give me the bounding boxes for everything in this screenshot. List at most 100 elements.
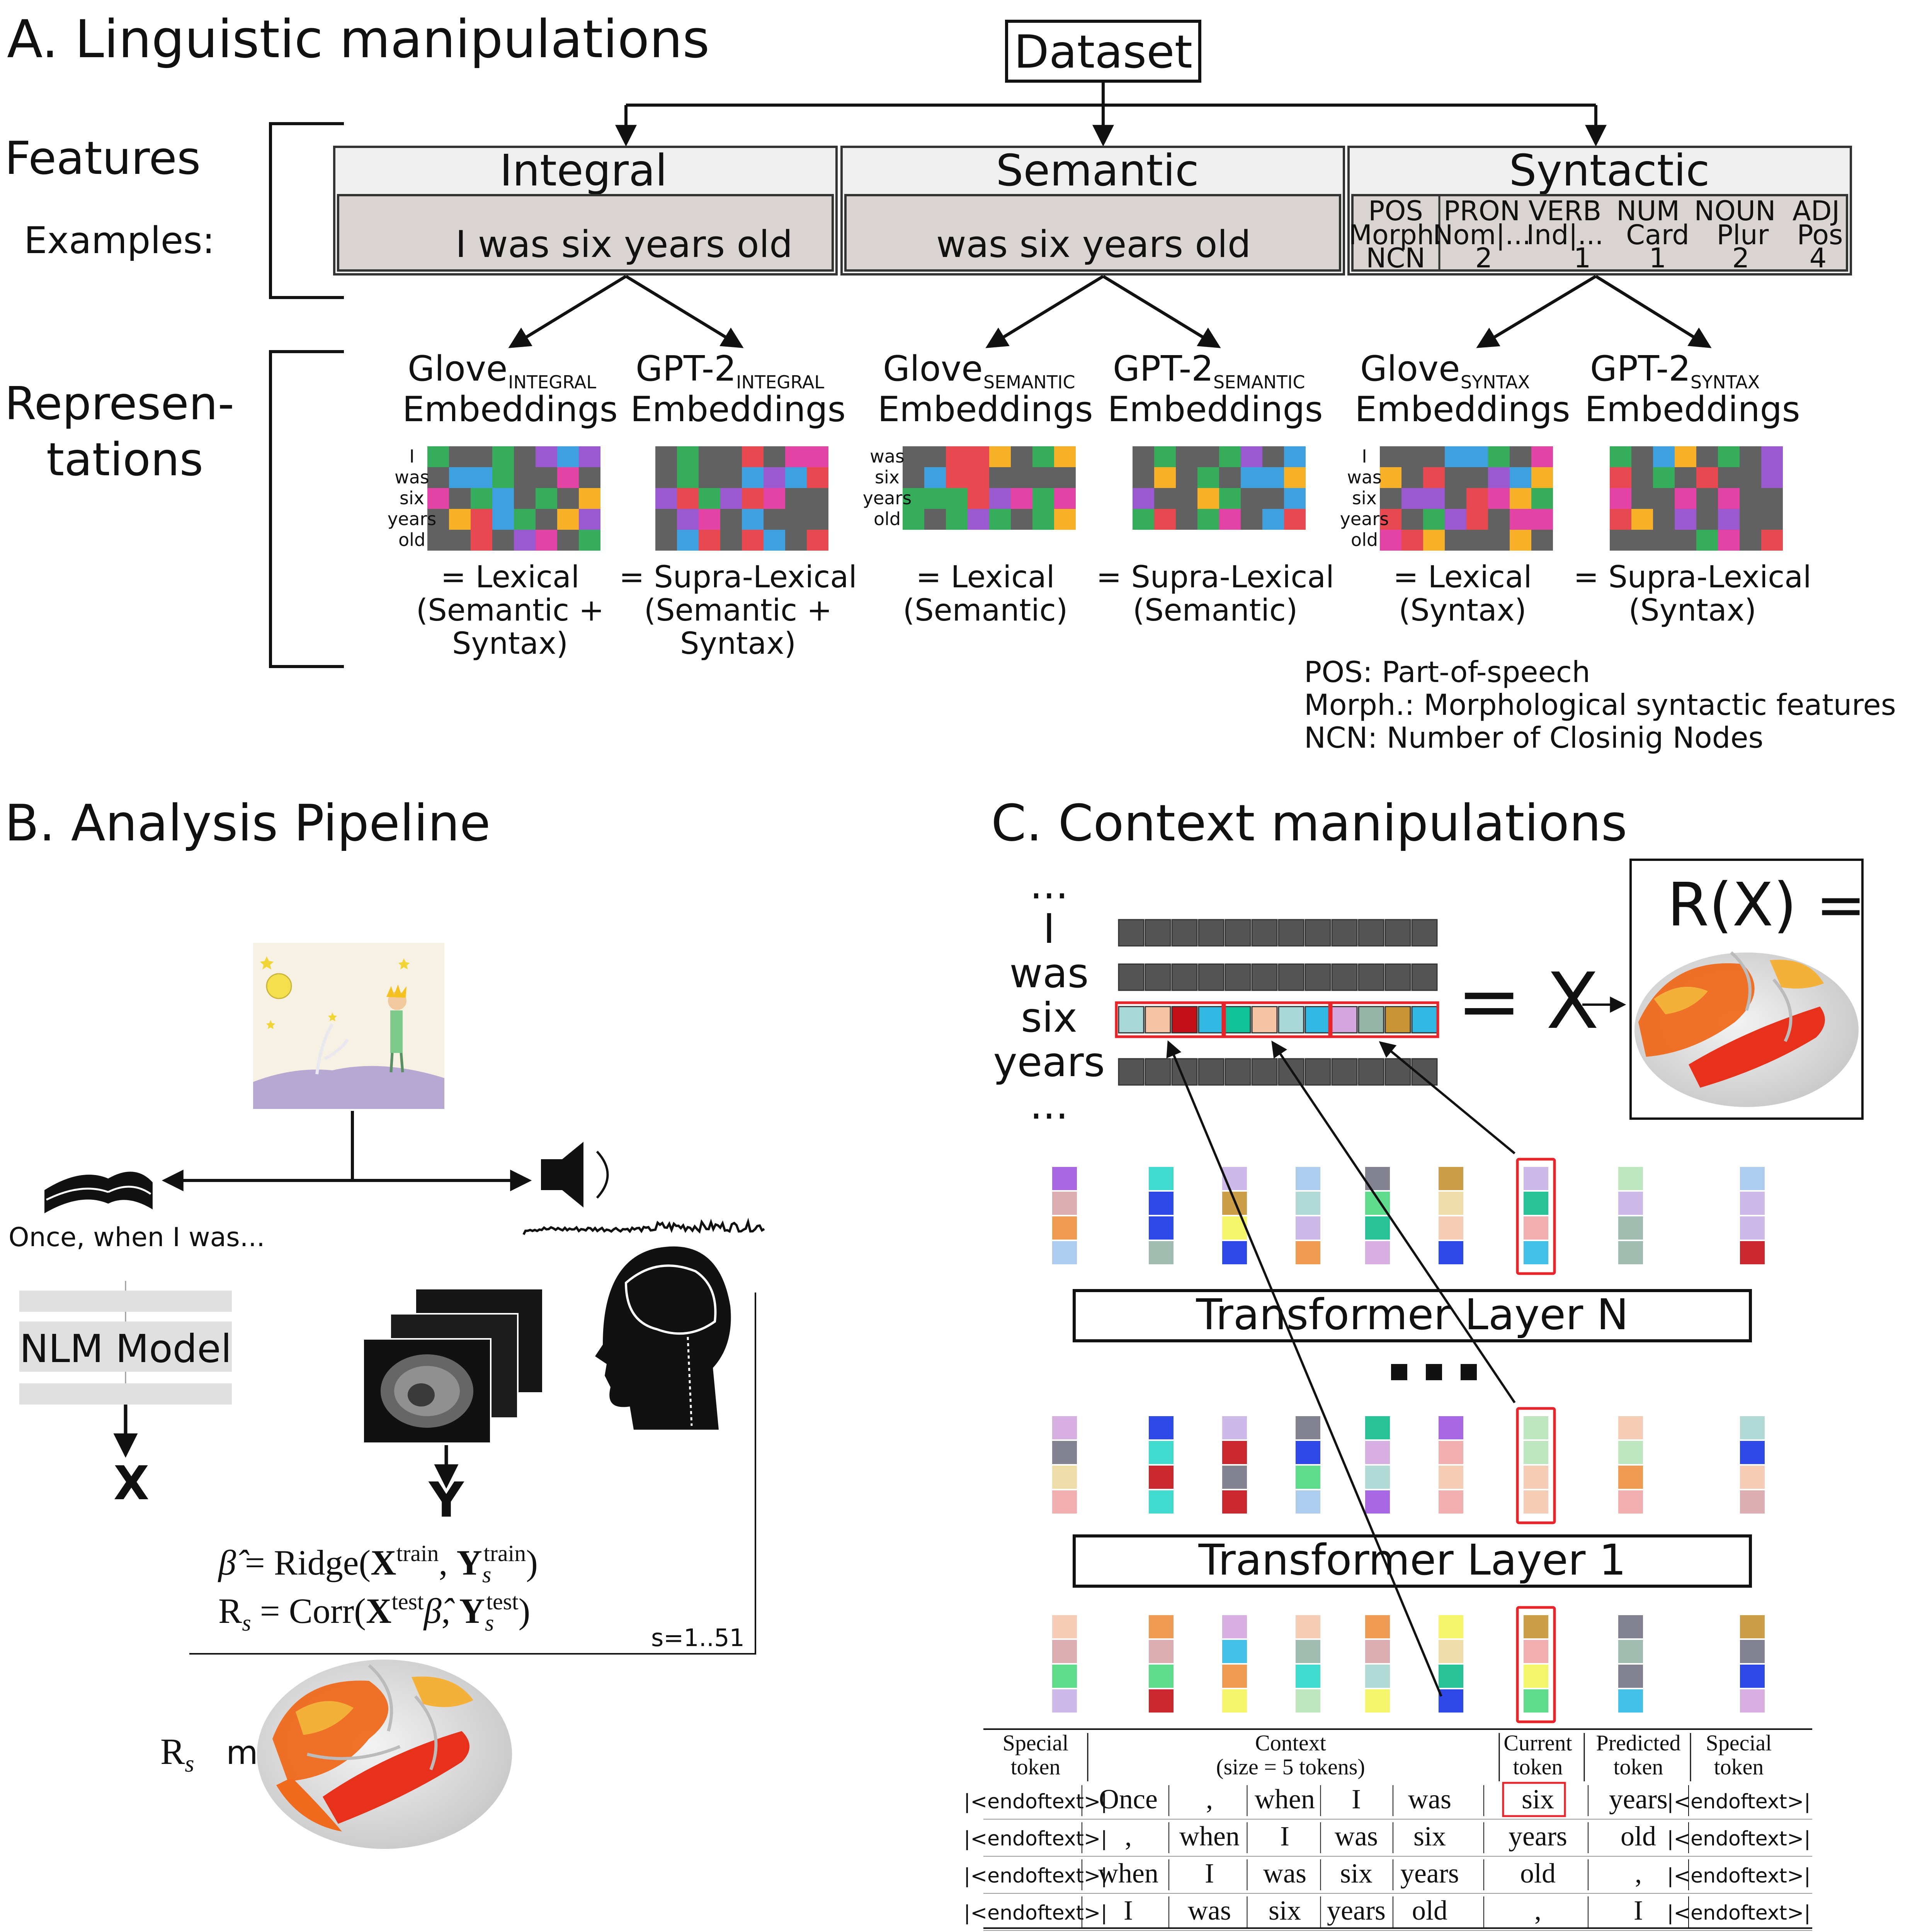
token-vector-cell xyxy=(1524,1665,1548,1688)
table-cell: when xyxy=(1098,1858,1158,1889)
token-vector-cell xyxy=(1296,1665,1320,1688)
table-cell: six xyxy=(1413,1821,1446,1852)
context-matrix-cell xyxy=(1251,963,1278,991)
embedding-cell xyxy=(1631,488,1653,509)
panel-c: C. Context manipulations ... I was six y… xyxy=(964,794,1866,1931)
table-header: token xyxy=(1011,1754,1061,1779)
embedding-cell xyxy=(807,467,828,488)
panel-b-title: B. Analysis Pipeline xyxy=(5,794,491,852)
feature-title-semantic: Semantic xyxy=(996,146,1199,196)
embedding-cell xyxy=(1466,446,1488,467)
token-vector-cell xyxy=(1296,1689,1320,1713)
table-cell: years xyxy=(1327,1895,1386,1926)
embedding-cell xyxy=(1510,446,1531,467)
embedding-cell xyxy=(1219,467,1241,488)
embedding-cell xyxy=(1488,467,1510,488)
embedding-cell xyxy=(1284,488,1306,509)
transformer-layer-1 xyxy=(1073,1534,1752,1588)
context-matrix-cell xyxy=(1278,919,1304,947)
embedding-cell xyxy=(579,530,600,551)
token-vector-cell xyxy=(1149,1665,1173,1688)
token-vector-cell xyxy=(1296,1490,1320,1514)
context-matrix-cell xyxy=(1171,963,1198,991)
embedding-subscript: INTEGRAL xyxy=(736,372,824,393)
embedding-cell xyxy=(1054,509,1076,530)
context-matrix-cell xyxy=(1304,1058,1331,1086)
embedding-cell xyxy=(1761,467,1783,488)
context-word: ... xyxy=(1030,1081,1068,1128)
embedding-cell xyxy=(536,509,557,530)
feature-title-integral: Integral xyxy=(500,146,667,196)
token-vector-cell xyxy=(1149,1241,1173,1264)
table-cell: six xyxy=(1269,1895,1301,1926)
embedding-cell xyxy=(924,446,946,467)
embedding-line2: Embeddings xyxy=(1107,389,1323,430)
legend-line: POS: Part-of-speech xyxy=(1304,655,1590,689)
table-header: Predicted xyxy=(1596,1730,1680,1755)
embedding-cell xyxy=(1696,530,1718,551)
embedding-cell xyxy=(1740,530,1761,551)
embedding-cell xyxy=(449,530,471,551)
embedding-cell xyxy=(1380,530,1401,551)
embedding-cell xyxy=(536,530,557,551)
pipeline-frame xyxy=(189,1293,756,1655)
embedding-cell xyxy=(699,446,720,467)
embedding-cell xyxy=(492,509,514,530)
embedding-cell xyxy=(1262,509,1284,530)
y-variable-label: Y xyxy=(428,1472,464,1528)
embedding-cell xyxy=(449,509,471,530)
token-vector-cell xyxy=(1618,1416,1643,1439)
embedding-cell xyxy=(1423,467,1445,488)
head-silhouette-icon xyxy=(595,1246,731,1430)
embedding-cell xyxy=(655,446,677,467)
embedding-description: = Supra-Lexical xyxy=(619,560,857,595)
token-vector-cell xyxy=(1439,1615,1463,1638)
embedding-cell xyxy=(1401,509,1423,530)
token-vector-cell xyxy=(1296,1192,1320,1215)
embedding-cell xyxy=(1631,467,1653,488)
embedding-line2: Embeddings xyxy=(402,389,617,430)
embedding-model-name: GPT-2 xyxy=(1113,349,1213,389)
syntax-morph: Nom|... xyxy=(1433,219,1531,251)
embedding-cell xyxy=(924,509,946,530)
embedding-cell xyxy=(449,446,471,467)
embedding-row-word: old xyxy=(1351,529,1378,550)
embedding-cell xyxy=(989,467,1011,488)
embedding-cell xyxy=(579,488,600,509)
embedding-cell xyxy=(655,509,677,530)
embedding-description: = Lexical xyxy=(1393,560,1532,595)
embedding-cell xyxy=(764,530,785,551)
embedding-cell xyxy=(785,488,807,509)
embedding-cell xyxy=(1445,467,1466,488)
embedding-description: (Syntax) xyxy=(1629,593,1757,628)
syntax-pos: NUM xyxy=(1616,195,1680,227)
embedding-cell xyxy=(655,530,677,551)
current-token-cell-highlight xyxy=(1502,1782,1566,1817)
context-matrix-cell xyxy=(1118,1058,1145,1086)
embedding-cell xyxy=(1197,488,1219,509)
embedding-cell xyxy=(1133,509,1154,530)
token-vector-cell xyxy=(1149,1615,1173,1638)
context-matrix-cell xyxy=(1358,963,1384,991)
embedding-cell xyxy=(968,488,989,509)
embedding-cell xyxy=(742,509,764,530)
context-matrix-cell xyxy=(1358,1006,1384,1034)
token-vector-cell xyxy=(1740,1441,1765,1464)
embedding-row-word: six xyxy=(400,488,424,509)
syntax-pos: ADJ xyxy=(1793,195,1840,227)
context-matrix-cell xyxy=(1384,963,1411,991)
context-matrix-cell xyxy=(1278,1006,1304,1034)
current-token-highlight xyxy=(1516,1606,1556,1723)
embedding-cell xyxy=(1423,530,1445,551)
embedding-cell xyxy=(699,467,720,488)
embedding-cell xyxy=(1466,509,1488,530)
embedding-cell xyxy=(1032,509,1054,530)
embedding-cell xyxy=(677,530,699,551)
table-cell: years xyxy=(1509,1821,1567,1852)
token-vector-cell xyxy=(1439,1689,1463,1713)
table-cell: , xyxy=(1534,1895,1541,1926)
context-token-highlight xyxy=(1328,1001,1439,1038)
syntax-row-label: POS xyxy=(1368,195,1423,227)
token-vector-cell xyxy=(1740,1192,1765,1215)
